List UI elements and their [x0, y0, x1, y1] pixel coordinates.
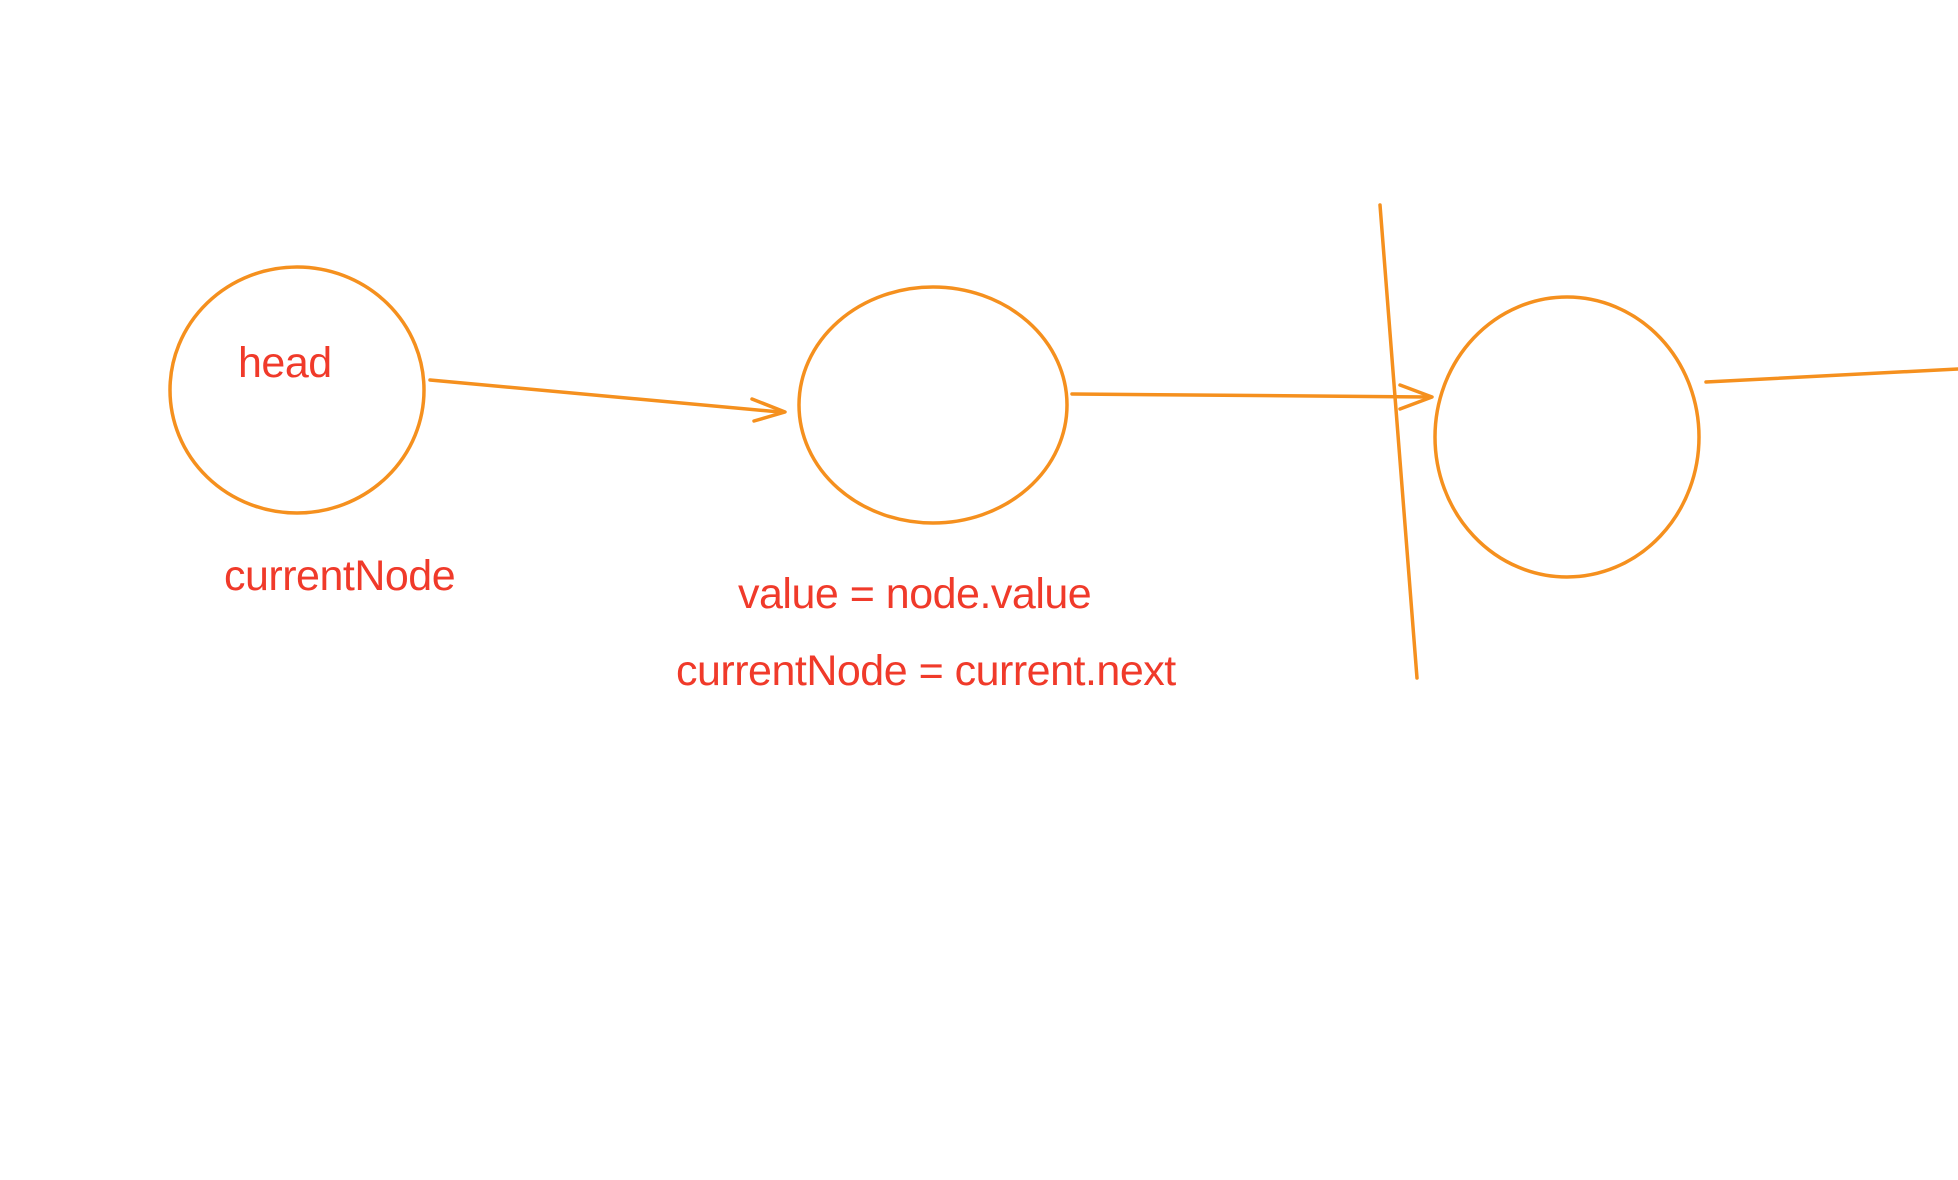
edge-node2-node3-line	[1070, 392, 1430, 399]
current-node-assignment-label: currentNode = current.next	[676, 647, 1176, 695]
cut-line	[1378, 203, 1419, 680]
value-assignment-label: value = node.value	[738, 570, 1092, 618]
node-3-circle	[1433, 295, 1701, 579]
node-2-circle	[797, 285, 1069, 525]
head-label: head	[238, 339, 332, 387]
edge-node3-offpage-line	[1704, 367, 1958, 384]
edge-node1-node2-line	[428, 378, 782, 414]
edge-node2-node3-arrowhead	[1398, 383, 1434, 411]
edge-node1-node2-arrowhead	[750, 397, 787, 423]
node-1-circle	[168, 265, 426, 515]
current-node-label: currentNode	[224, 552, 456, 600]
